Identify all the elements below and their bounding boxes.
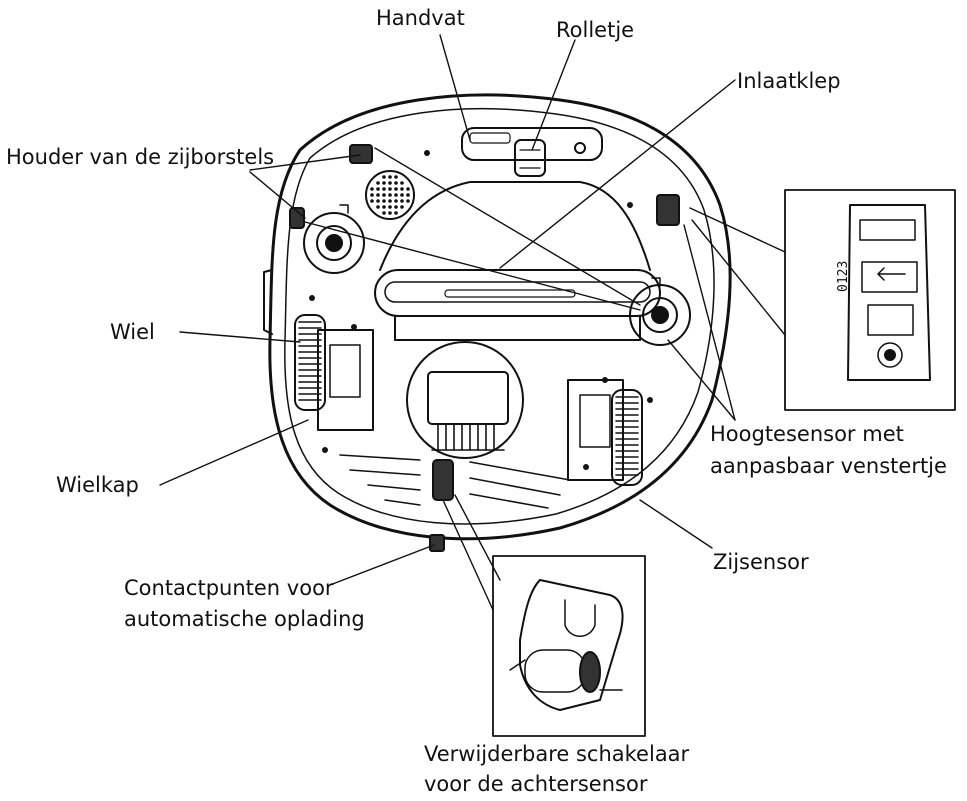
- charging-contacts: [429, 534, 445, 552]
- label-rear-switch-line1: Verwijderbare schakelaar: [424, 742, 690, 766]
- handle-slot: [461, 127, 603, 161]
- label-height-sensor-line2: aanpasbaar venstertje: [710, 454, 947, 478]
- label-rear-switch-line2: voor de achtersensor: [424, 772, 648, 796]
- dust-bin-compartment: [406, 341, 524, 459]
- label-handle: Handvat: [376, 6, 465, 30]
- intake-housing: [374, 181, 661, 341]
- wheel-cover-left: [317, 329, 374, 431]
- label-wheel-cover: Wielkap: [56, 473, 139, 497]
- label-intake-valve: Inlaatklep: [737, 69, 841, 93]
- bottom-vents: [339, 454, 571, 509]
- wheel-right: [611, 389, 643, 486]
- inset-height-sensor: 0123: [784, 189, 956, 411]
- robot-body: [263, 93, 732, 541]
- label-charging-contacts-line1: Contactpunten voor: [124, 576, 334, 600]
- label-side-brush-holder: Houder van de zijborstels: [6, 145, 275, 169]
- roller-wheel: [514, 139, 546, 177]
- height-sensor-right: [656, 194, 680, 226]
- speaker-grille: [365, 170, 415, 220]
- label-wheel: Wiel: [110, 320, 155, 344]
- side-brush-holder-left: [303, 204, 365, 274]
- screw-dots: [309, 150, 653, 470]
- rear-switch: [432, 459, 454, 501]
- leader-lines: [159, 34, 786, 611]
- label-height-sensor-line1: Hoogtesensor met: [710, 422, 904, 446]
- label-roller: Rolletje: [556, 18, 635, 42]
- wheel-cover-right: [567, 379, 624, 481]
- label-side-sensor: Zijsensor: [713, 550, 809, 574]
- wheel-left: [294, 314, 326, 411]
- label-charging-contacts-line2: automatische oplading: [124, 607, 365, 631]
- inset-rear-switch: [492, 555, 646, 737]
- side-brush-holder-right: [629, 277, 691, 346]
- inset-scale-digits: 0123: [836, 261, 851, 292]
